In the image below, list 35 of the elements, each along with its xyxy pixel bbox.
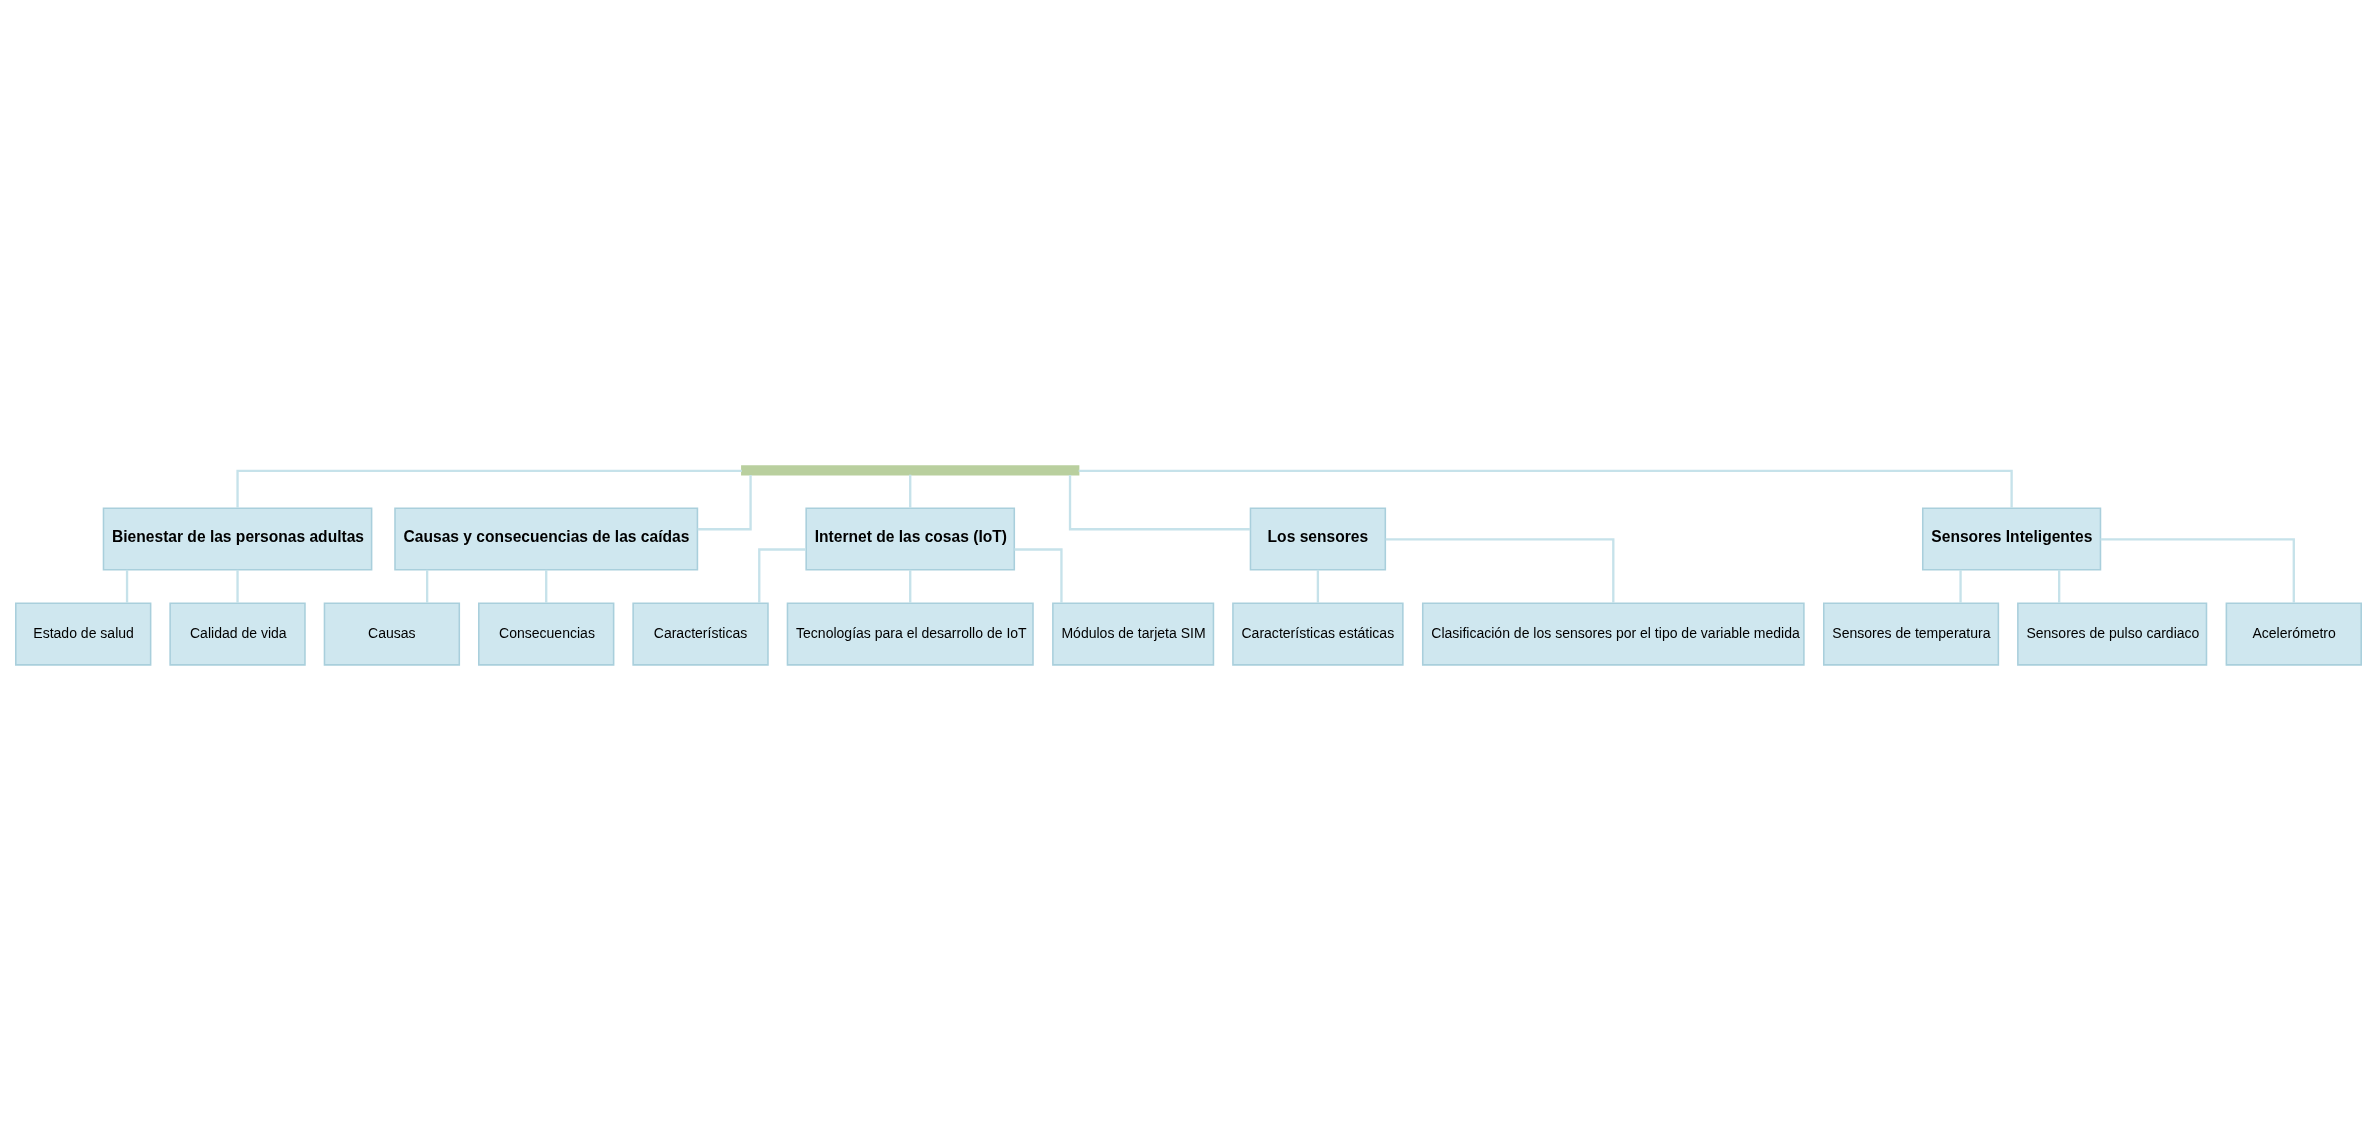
connector [1385, 537, 1615, 603]
node-box: Tecnologías para el desarrollo de IoT [786, 602, 1034, 666]
connector [236, 469, 742, 508]
node-box: Características [632, 602, 769, 666]
connector [2100, 537, 2295, 603]
node-box: Causas y consecuencias de las caídas [394, 506, 699, 571]
node-box: Calidad de vida [169, 602, 306, 666]
node-box: Clasificación de los sensores por el tipo de variable medida [1421, 602, 1805, 666]
node-box: Sensores de temperatura [1823, 602, 2000, 666]
node-box: Estado de salud [15, 602, 152, 666]
node-box: Sensores de pulso cardiaco [2017, 602, 2208, 666]
node-box: Internet de las cosas (IoT) [805, 506, 1016, 571]
connector [236, 569, 239, 603]
node-box: Características estáticas [1232, 602, 1404, 666]
node-box: Acelerómetro [2225, 602, 2362, 666]
connector [1959, 569, 1962, 603]
connector [1014, 547, 1063, 603]
connector [909, 569, 912, 603]
node-box: Los sensores [1249, 506, 1387, 571]
node-box: Consecuencias [478, 602, 615, 666]
connector [545, 569, 548, 603]
connector [125, 569, 129, 603]
connector [909, 474, 912, 508]
node-box: Módulos de tarjeta SIM [1052, 602, 1215, 666]
connector [1316, 569, 1320, 603]
connector [1068, 474, 1251, 530]
connector [697, 474, 752, 530]
node-bar [741, 464, 1080, 475]
connector [2058, 569, 2061, 603]
node-box: Causas [323, 602, 461, 666]
connector [425, 569, 429, 603]
connector [758, 547, 806, 603]
node-box: Bienestar de las personas adultas [102, 506, 373, 571]
connector [1078, 469, 2013, 508]
node-box: Sensores Inteligentes [1922, 506, 2102, 571]
